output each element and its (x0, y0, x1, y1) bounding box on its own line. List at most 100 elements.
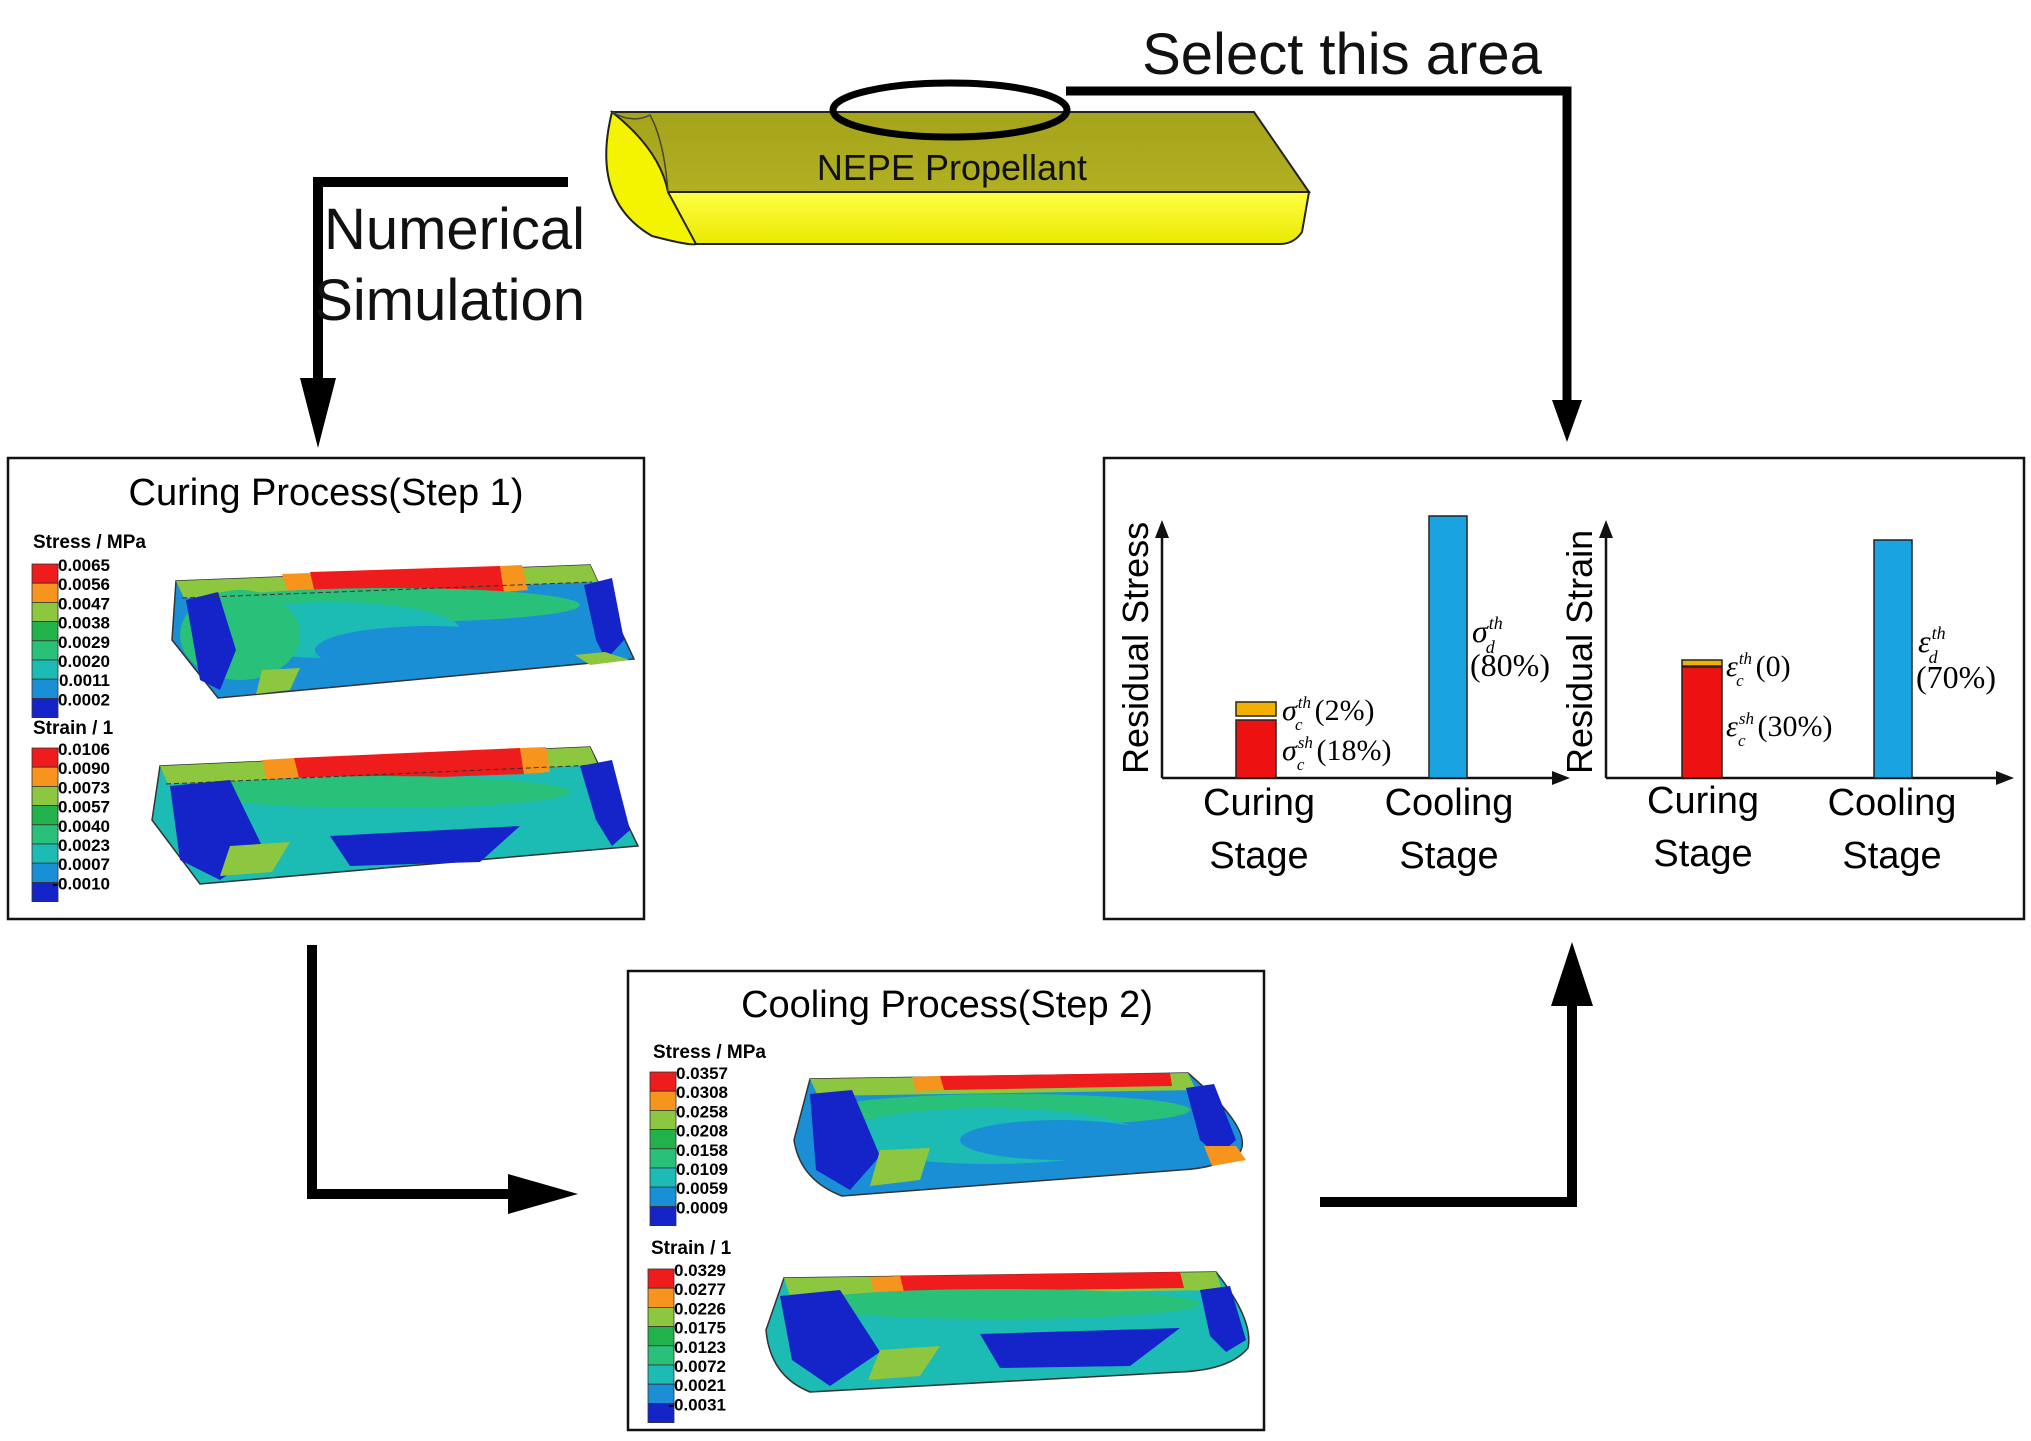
cooling-strain-legend: 0.03290.02770.02260.01750.01230.00720.00… (647, 1261, 726, 1424)
legend-swatch (649, 1148, 677, 1169)
stress-y-label: Residual Stress (1115, 522, 1156, 774)
cooling-panel-title: Cooling Process(Step 2) (741, 984, 1153, 1026)
legend-swatch (649, 1186, 677, 1207)
legend-swatch (31, 824, 59, 845)
legend-swatch (31, 698, 59, 719)
strain-cooling-thermal-bar (1873, 539, 1913, 779)
legend-value: 0.0021 (674, 1376, 726, 1395)
strain-curing-thermal-bar (1681, 659, 1723, 667)
curing-stress-legend: 0.00650.00560.00470.00380.00290.00200.00… (31, 556, 110, 719)
curing-process-panel: Curing Process(Step 1) Stress / MPa 0.00… (6, 456, 646, 921)
strain-cat1-line1: Curing (1647, 780, 1759, 822)
legend-value: 0.0357 (676, 1064, 728, 1083)
legend-swatch (647, 1268, 675, 1289)
legend-swatch (31, 805, 59, 826)
curing-stress-legend-title: Stress / MPa (33, 532, 146, 553)
legend-value: 0.0009 (676, 1198, 728, 1217)
cooling-strain-contour-model (765, 1271, 1250, 1393)
legend-value: 0.0047 (58, 594, 110, 613)
legend-swatch (31, 621, 59, 642)
strain-cat1-line2: Stage (1653, 833, 1752, 875)
arrow-curing-to-cooling (307, 945, 530, 1199)
legend-swatch (647, 1326, 675, 1347)
legend-value: 0.0007 (58, 855, 110, 874)
legend-value: -0.0031 (668, 1395, 726, 1414)
legend-swatch (647, 1364, 675, 1385)
arrow-curing-to-cooling-head (508, 1174, 578, 1214)
legend-value: 0.0123 (674, 1338, 726, 1357)
legend-value: 0.0020 (58, 652, 110, 671)
arrow-numerical-simulation (313, 177, 568, 390)
legend-swatch (31, 843, 59, 864)
stress-cat2-line1: Cooling (1385, 782, 1514, 824)
curing-strain-legend: 0.01060.00900.00730.00570.00400.00230.00… (31, 740, 110, 903)
legend-value: 0.0106 (58, 740, 110, 759)
select-area-label: Select this area (1142, 22, 1543, 87)
stress-cooling-thermal-bar (1428, 515, 1468, 779)
legend-value: -0.0010 (52, 874, 110, 893)
arrow-to-results-head (1552, 400, 1582, 442)
legend-value: 0.0023 (58, 836, 110, 855)
select-area-ellipse (829, 79, 1071, 141)
legend-value: 0.0175 (674, 1319, 726, 1338)
legend-swatch (647, 1307, 675, 1328)
legend-value: 0.0029 (58, 633, 110, 652)
legend-value: 0.0059 (676, 1179, 728, 1198)
strain-cat2-line1: Cooling (1828, 782, 1957, 824)
nepe-propellant-grain (605, 110, 1311, 246)
legend-swatch (649, 1110, 677, 1131)
legend-value: 0.0158 (676, 1141, 728, 1160)
legend-value: 0.0002 (58, 690, 110, 709)
legend-value: 0.0057 (58, 798, 110, 817)
stress-y-axis-arrow (1155, 520, 1169, 538)
legend-value: 0.0040 (58, 817, 110, 836)
legend-swatch (31, 882, 59, 903)
cooling-stress-legend-title: Stress / MPa (653, 1042, 766, 1063)
legend-value: 0.0065 (58, 556, 110, 575)
legend-swatch (31, 582, 59, 603)
legend-swatch (31, 640, 59, 661)
simulation-label: Simulation (314, 268, 585, 333)
strain-y-label: Residual Strain (1559, 530, 1600, 774)
legend-value: 0.0073 (58, 778, 110, 797)
legend-swatch (647, 1403, 675, 1424)
legend-value: 0.0056 (58, 575, 110, 594)
strain-cooling-thermal-label: (70%) (1916, 659, 1996, 695)
legend-value: 0.0090 (58, 759, 110, 778)
stress-cat1-line2: Stage (1209, 835, 1308, 877)
strain-cat2-line2: Stage (1842, 835, 1941, 877)
legend-value: 0.0308 (676, 1083, 728, 1102)
legend-swatch (31, 563, 59, 584)
arrow-cooling-to-results-head (1551, 942, 1593, 1006)
legend-swatch (31, 766, 59, 787)
curing-stress-contour-model (171, 564, 636, 699)
arrow-numerical-simulation-head (300, 378, 336, 448)
legend-value: 0.0208 (676, 1122, 728, 1141)
stress-x-axis-arrow (1552, 771, 1570, 785)
propellant-label: NEPE Propellant (817, 147, 1087, 188)
legend-swatch (649, 1206, 677, 1227)
numerical-label: Numerical (324, 197, 585, 262)
stress-curing-shrinkage-bar (1235, 719, 1277, 779)
legend-value: 0.0226 (674, 1299, 726, 1318)
legend-swatch (649, 1090, 677, 1111)
legend-value: 0.0329 (674, 1261, 726, 1280)
cooling-stress-legend: 0.03570.03080.02580.02080.01580.01090.00… (649, 1064, 728, 1227)
legend-value: 0.0109 (676, 1160, 728, 1179)
legend-swatch (31, 602, 59, 623)
cooling-stress-contour-model (793, 1072, 1246, 1197)
legend-swatch (31, 786, 59, 807)
legend-value: 0.0011 (59, 671, 110, 690)
stress-cat2-line2: Stage (1399, 835, 1498, 877)
legend-swatch (647, 1345, 675, 1366)
legend-swatch (649, 1167, 677, 1188)
legend-swatch (649, 1129, 677, 1150)
legend-swatch (31, 659, 59, 680)
curing-strain-contour-model (151, 746, 640, 885)
